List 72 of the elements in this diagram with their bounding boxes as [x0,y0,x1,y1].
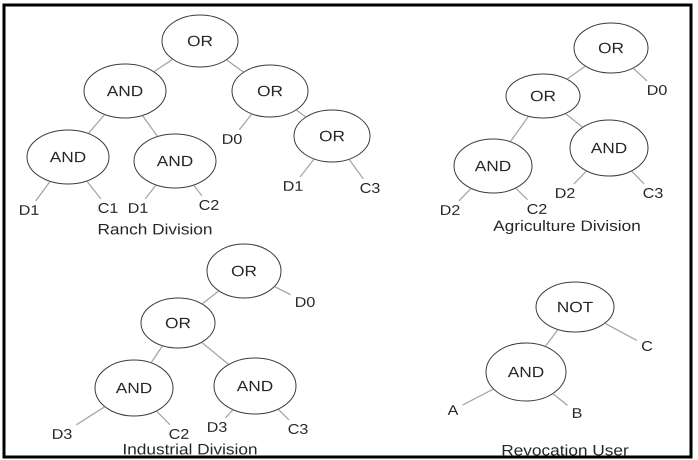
ellipse-node: AND [94,360,174,416]
ellipse-node: AND [486,342,566,402]
tree-line [552,393,568,406]
tree-line [193,185,202,196]
tree-line [226,60,244,72]
ellipse-node: OR [232,64,308,118]
tree-caption: Ranch Division [98,223,212,234]
ellipse-node: OR [140,298,216,348]
tree-caption: Agriculture Division [493,220,640,234]
leaf-label: C2 [200,200,218,210]
ellipse-node: OR [162,14,238,68]
ellipse-node: AND [84,64,166,118]
tree-line [296,110,306,118]
leaf-label: D1 [20,205,38,215]
tree-line [144,184,156,200]
tree-line [462,388,494,406]
tree-caption: Industrial Division [124,443,256,454]
tree-line [202,342,229,365]
tree-line [202,290,219,304]
tree-line [510,116,529,142]
ellipse-node: OR [206,244,282,298]
leaf-label: D2 [441,205,460,215]
tree-line [515,188,528,200]
leaf-label: D1 [129,203,148,213]
tree-caption: Revocation User [502,444,628,456]
tree-line [348,159,364,180]
leaf-label: A [448,405,458,415]
ellipse-node: AND [454,138,532,194]
tree-line [88,114,105,134]
tree-line [274,286,291,296]
ellipse-node: AND [26,130,110,184]
leaf-label: D0 [223,134,242,144]
leaf-label: C [642,341,652,351]
tree-line [142,115,158,137]
leaf-label: B [572,408,582,418]
ellipse-node: OR [294,110,370,162]
tree-line [154,58,173,72]
tree-line [458,188,472,202]
tree-line [278,409,290,420]
tree-line [76,406,105,426]
tree-line [86,181,102,200]
tree-line [156,410,171,426]
leaf-label: C2 [528,204,546,214]
tree-line [566,66,586,80]
ellipse-node: OR [574,22,648,74]
leaf-label: D0 [296,297,315,307]
leaf-label: D3 [53,429,72,439]
tree-line [150,346,163,363]
ellipse-node: OR [506,74,580,118]
tree-line [632,68,648,82]
leaf-label: C1 [98,203,118,213]
ellipse-node: AND [570,120,648,176]
tree-line [238,114,252,130]
tree-line [573,170,587,184]
leaf-label: D3 [208,422,227,432]
leaf-label: C3 [644,188,663,198]
tree-line [544,330,558,347]
ellipse-node: AND [134,134,216,188]
tree-line [300,158,314,178]
tree-line [35,181,50,202]
tree-line [225,410,234,418]
ellipse-node: AND [214,358,296,414]
leaf-label: C2 [170,429,188,439]
leaf-label: D1 [284,181,302,191]
leaf-label: C3 [288,424,308,434]
tree-line [565,113,583,128]
leaf-label: C3 [360,183,380,193]
ellipse-node: NOT [536,282,614,332]
leaf-label: D0 [648,85,667,95]
leaf-label: D2 [556,188,574,198]
tree-line [631,170,645,184]
tree-line [604,322,638,342]
